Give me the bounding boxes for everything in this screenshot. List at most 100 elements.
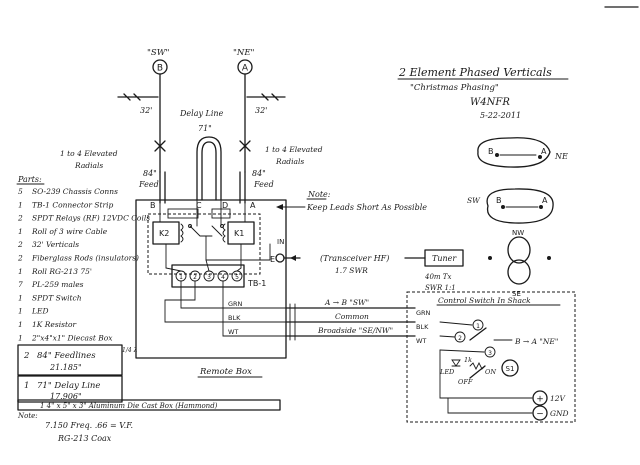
parts-item-text: SPDT Switch [32,293,82,302]
pattern-broadside-element-left [488,256,492,260]
parts-feedline-box [17,344,123,376]
parts-item-text: 32' Verticals [32,240,79,249]
relay-contact-1 [188,224,192,228]
switch-wiper [469,327,487,341]
antenna-sw: "SW" B 32' [117,48,169,173]
feed-left-label: Feed [138,180,159,189]
parts-item-qty: 7 [18,280,23,289]
pattern-sw-direction: SW [467,196,481,205]
switch-grn-label: GRN [416,309,431,317]
parts-item-text: TB-1 Connector Strip [32,200,114,209]
parts-feedline-mark: 1/4 λ [122,347,138,354]
relay-contact-2 [220,224,224,228]
connector-in [275,253,285,263]
box-cable-exit [164,280,287,337]
parts-item-qty: 1 [18,200,23,209]
parts-item-text: Fiberglass Rods (insulators) [31,254,139,263]
cable-grn-function: A → B "SW" [324,298,369,307]
pattern-ne-element-b [495,153,499,157]
antenna-sw-length: 32' [140,106,152,115]
swr-note-line2: SWR 1:1 [425,284,456,292]
pattern-ne-lobe [477,137,551,168]
switch-out-label: B → A "NE" [514,337,558,346]
terminal-4-label: 4 [221,274,225,281]
switch-wiring [439,321,485,353]
callsign: W4NFR [470,97,510,108]
parts-note-heading: Note: [17,412,38,420]
feed-right-length: 84" [252,169,266,178]
parts-item-text: Roll of 3 wire Cable [31,227,108,236]
radials-left-line2: Radials [74,161,103,170]
pattern-sw: SW B A [467,188,554,224]
parts-item-qty: 1 [18,333,23,342]
connector-d-label: D [222,201,228,210]
tuner-box [424,249,464,267]
resistor-label: 1k [464,356,472,364]
pattern-ne: B A NE [477,137,568,168]
pattern-broadside-element-right [547,256,551,260]
transceiver-feed: (Transceiver HF) 1.7 SWR Tuner 40m Tx SW… [283,249,464,292]
terminal-3: 3 [203,270,215,282]
parts-item-qty: 1 [18,227,23,236]
connector-block-left [167,208,199,219]
power-minus-terminal [532,405,548,421]
terminal-strip [171,264,245,288]
box-inner-wiring [165,235,271,269]
delay-line-length: 71" [198,124,212,133]
control-switch-label: Control Switch In Shack [438,296,531,305]
power-plus-symbol: + [536,395,544,405]
pattern-sw-element-b [501,205,505,209]
transceiver-swr: 1.7 SWR [335,266,368,275]
radials-right-line2: Radials [275,157,304,166]
feed-right: 84" Feed [239,169,274,204]
parts-diecast-box [17,399,281,411]
box-top-wiring [159,199,246,227]
parts-item-qty: 2 [17,214,23,223]
cable-wt-label: WT [228,328,238,336]
power-wiring [439,349,533,414]
relay-k2-label: K2 [159,229,169,238]
terminal-4: 4 [217,270,229,282]
parts-item-qty: 1 [18,307,23,316]
pattern-broadside: NW SE [488,229,551,298]
parts-feedline-sub: 21.185" [49,363,82,372]
feed-right-label: Feed [253,180,274,189]
power-plus-label: 12V [550,394,567,403]
parts-item-text: SO-239 Chassis Conns [32,187,118,196]
control-switch-box: Control Switch In Shack GRN BLK WT 1 2 3… [406,291,576,423]
pattern-ne-b: B [488,147,494,156]
relay-contacts [189,225,223,237]
switch-position-1 [472,319,484,331]
remote-box-label: Remote Box [199,367,252,377]
antenna-sw-insulator [154,140,166,152]
terminal-strip-label: TB-1 [247,279,266,288]
terminal-3-label: 3 [207,274,211,281]
connector-c-label: C [196,201,202,210]
radials-left: 1 to 4 Elevated Radials [60,149,118,170]
parts-delayline-sub: 17.906" [50,392,82,401]
delay-line: Delay Line 71" [179,109,224,201]
radials-left-line1: 1 to 4 Elevated [60,149,118,158]
antenna-sw-letter: B [157,64,163,74]
cable-grn-label: GRN [228,300,243,308]
terminal-1: 1 [175,270,187,282]
cable-wt-function: Broadside "SE/NW" [317,326,393,335]
toggle-off-label: OFF [458,378,473,386]
switch-blk-label: BLK [416,323,429,331]
relay-k1-label: K1 [234,229,244,238]
parts-item-qty: 1 [18,267,23,276]
parts-note-line2: RG-213 Coax [57,434,112,443]
parts-delayline-text: 71" Delay Line [37,381,100,391]
swr-note-line1: 40m Tx [424,273,451,281]
parts-item-text: LED [31,307,48,316]
cable-blk-label: BLK [228,314,241,322]
parts-feedline-qty: 2 [23,351,29,361]
title-block: 2 Element Phased Verticals "Christmas Ph… [397,66,569,120]
pattern-broadside-nw: NW [512,229,524,237]
parts-item-qty: 2 [17,254,23,263]
antenna-ne-radial [246,93,286,101]
toggle-lever [469,365,486,379]
pattern-sw-b: B [496,196,502,205]
connector-in-label: IN [277,238,284,246]
